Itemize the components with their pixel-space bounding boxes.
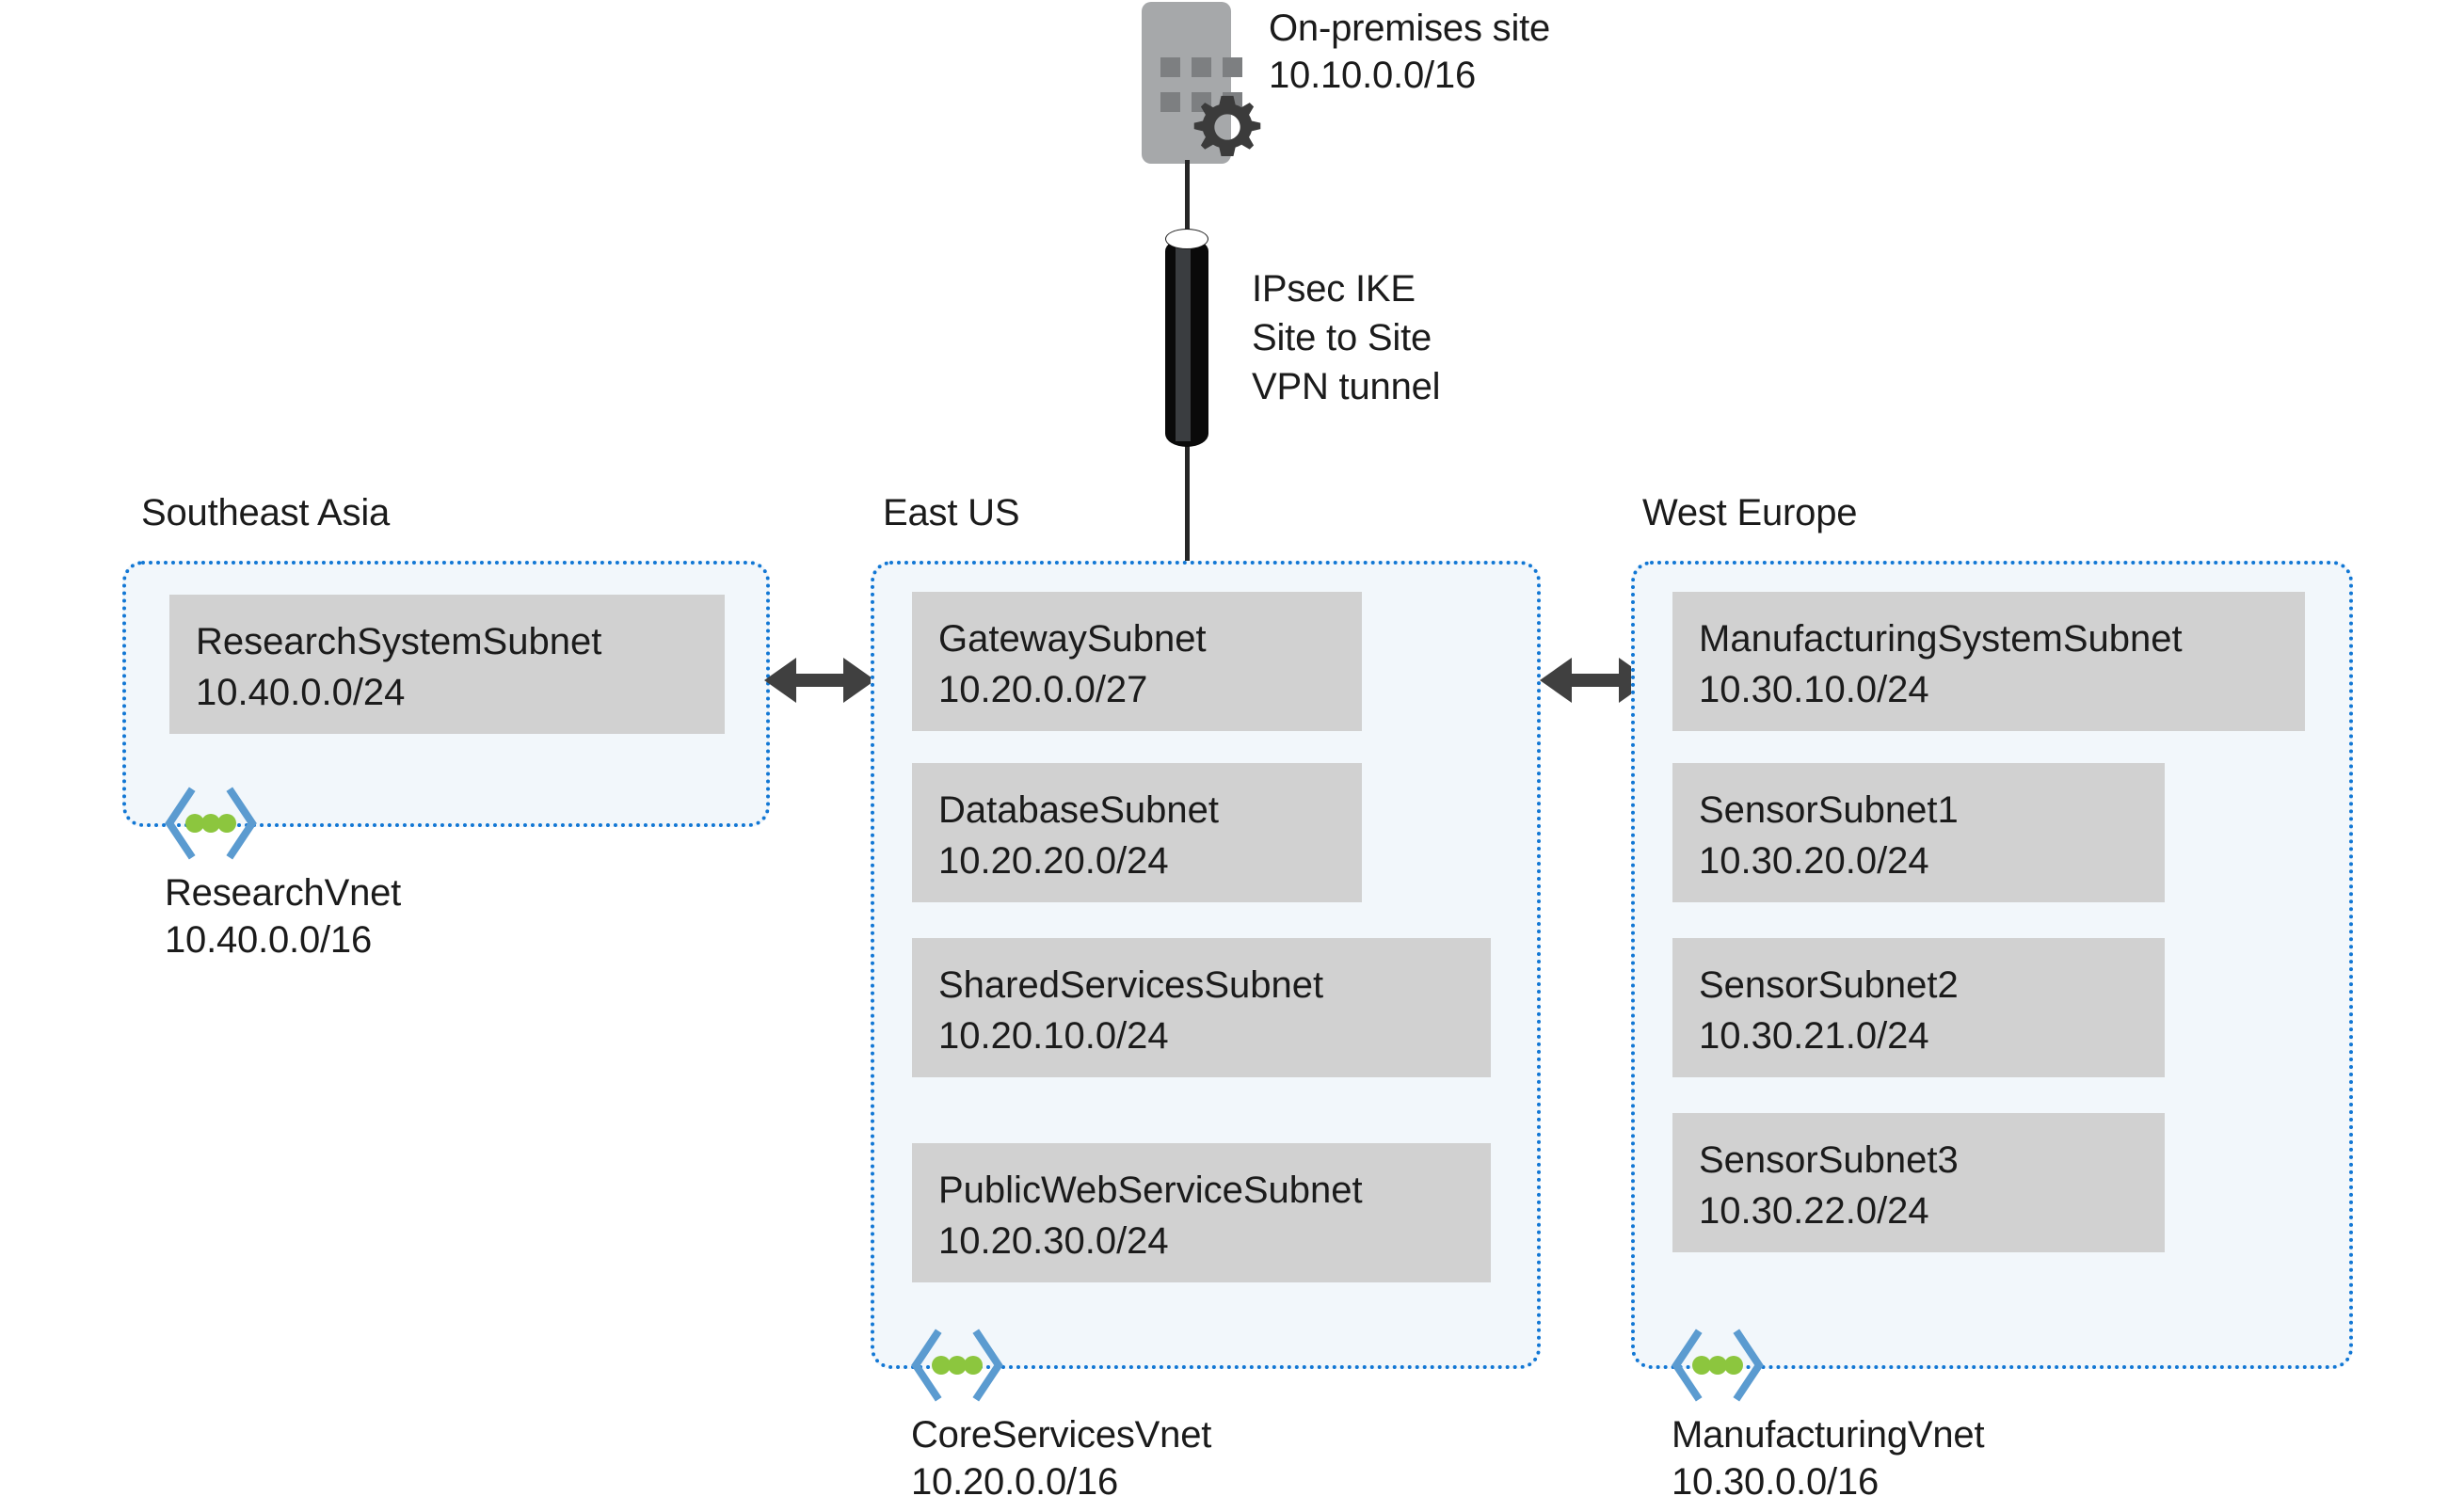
- region-label-west-europe: West Europe: [1642, 492, 1858, 533]
- on-premises-building-gear-icon: [1142, 2, 1261, 164]
- subnet-sensorsubnet3[interactable]: SensorSubnet3 10.30.22.0/24: [1672, 1113, 2165, 1252]
- vnet-name-coreservicesvnet: CoreServicesVnet: [911, 1414, 1212, 1456]
- building-window: [1160, 57, 1180, 77]
- vpn-tunnel-label-line2: Site to Site: [1252, 317, 1432, 358]
- subnet-sensorsubnet2[interactable]: SensorSubnet2 10.30.21.0/24: [1672, 938, 2165, 1077]
- vnet-icon-manufacturingvnet: [1669, 1329, 1767, 1402]
- subnet-cidr: 10.30.22.0/24: [1699, 1190, 1929, 1232]
- tunnel-top-ellipse: [1165, 229, 1208, 249]
- region-label-east-us: East US: [883, 492, 1020, 533]
- subnet-cidr: 10.20.0.0/27: [938, 669, 1148, 710]
- vnet-icon-coreservicesvnet: [908, 1329, 1006, 1402]
- building-window: [1223, 57, 1242, 77]
- subnet-cidr: 10.30.10.0/24: [1699, 669, 1929, 710]
- subnet-cidr: 10.40.0.0/24: [196, 672, 406, 713]
- on-premises-site-cidr: 10.10.0.0/16: [1269, 55, 1477, 96]
- vnet-cidr-researchvnet: 10.40.0.0/16: [165, 919, 373, 961]
- subnet-name: SensorSubnet2: [1699, 964, 1959, 1006]
- subnet-sensorsubnet1[interactable]: SensorSubnet1 10.30.20.0/24: [1672, 763, 2165, 902]
- peering-arrow-east-us-west-europe[interactable]: [1540, 653, 1651, 708]
- subnet-name: PublicWebServiceSubnet: [938, 1170, 1363, 1211]
- vnet-panel-manufacturingvnet[interactable]: ManufacturingSystemSubnet 10.30.10.0/24 …: [1631, 561, 2353, 1369]
- subnet-cidr: 10.20.30.0/24: [938, 1220, 1169, 1262]
- subnet-name: SensorSubnet1: [1699, 789, 1959, 831]
- subnet-databasesubnet[interactable]: DatabaseSubnet 10.20.20.0/24: [912, 763, 1362, 902]
- subnet-name: ResearchSystemSubnet: [196, 621, 602, 662]
- subnet-cidr: 10.20.10.0/24: [938, 1015, 1169, 1057]
- subnet-gatewaysubnet[interactable]: GatewaySubnet 10.20.0.0/27: [912, 592, 1362, 731]
- building-window: [1192, 57, 1211, 77]
- subnet-sharedservicessubnet[interactable]: SharedServicesSubnet 10.20.10.0/24: [912, 938, 1491, 1077]
- gear-icon: [1193, 93, 1261, 161]
- peering-arrow-southeast-asia-east-us[interactable]: [764, 653, 875, 708]
- vpn-tunnel-cylinder-icon: [1165, 229, 1208, 447]
- building-window: [1160, 92, 1180, 112]
- vnet-icon-researchvnet: [162, 787, 260, 860]
- on-premises-site-name: On-premises site: [1269, 8, 1551, 49]
- subnet-name: ManufacturingSystemSubnet: [1699, 618, 2183, 660]
- subnet-name: GatewaySubnet: [938, 618, 1207, 660]
- tunnel-highlight: [1176, 242, 1191, 441]
- subnet-name: SensorSubnet3: [1699, 1139, 1959, 1181]
- subnet-cidr: 10.30.21.0/24: [1699, 1015, 1929, 1057]
- vpn-tunnel-label-line1: IPsec IKE: [1252, 268, 1416, 310]
- subnet-manufacturingsystemsubnet[interactable]: ManufacturingSystemSubnet 10.30.10.0/24: [1672, 592, 2305, 731]
- vnet-name-researchvnet: ResearchVnet: [165, 872, 402, 914]
- subnet-name: SharedServicesSubnet: [938, 964, 1324, 1006]
- vnet-name-manufacturingvnet: ManufacturingVnet: [1672, 1414, 1985, 1456]
- subnet-name: DatabaseSubnet: [938, 789, 1220, 831]
- vnet-cidr-coreservicesvnet: 10.20.0.0/16: [911, 1461, 1119, 1496]
- subnet-publicwebservicesubnet[interactable]: PublicWebServiceSubnet 10.20.30.0/24: [912, 1143, 1491, 1282]
- vnet-cidr-manufacturingvnet: 10.30.0.0/16: [1672, 1461, 1880, 1496]
- vnet-panel-coreservicesvnet[interactable]: GatewaySubnet 10.20.0.0/27 DatabaseSubne…: [871, 561, 1541, 1369]
- subnet-cidr: 10.20.20.0/24: [938, 840, 1169, 882]
- subnet-cidr: 10.30.20.0/24: [1699, 840, 1929, 882]
- vpn-tunnel-label-line3: VPN tunnel: [1252, 366, 1441, 407]
- subnet-researchsystemsubnet[interactable]: ResearchSystemSubnet 10.40.0.0/24: [169, 595, 725, 734]
- region-label-southeast-asia: Southeast Asia: [141, 492, 391, 533]
- vnet-panel-researchvnet[interactable]: ResearchSystemSubnet 10.40.0.0/24: [122, 561, 770, 827]
